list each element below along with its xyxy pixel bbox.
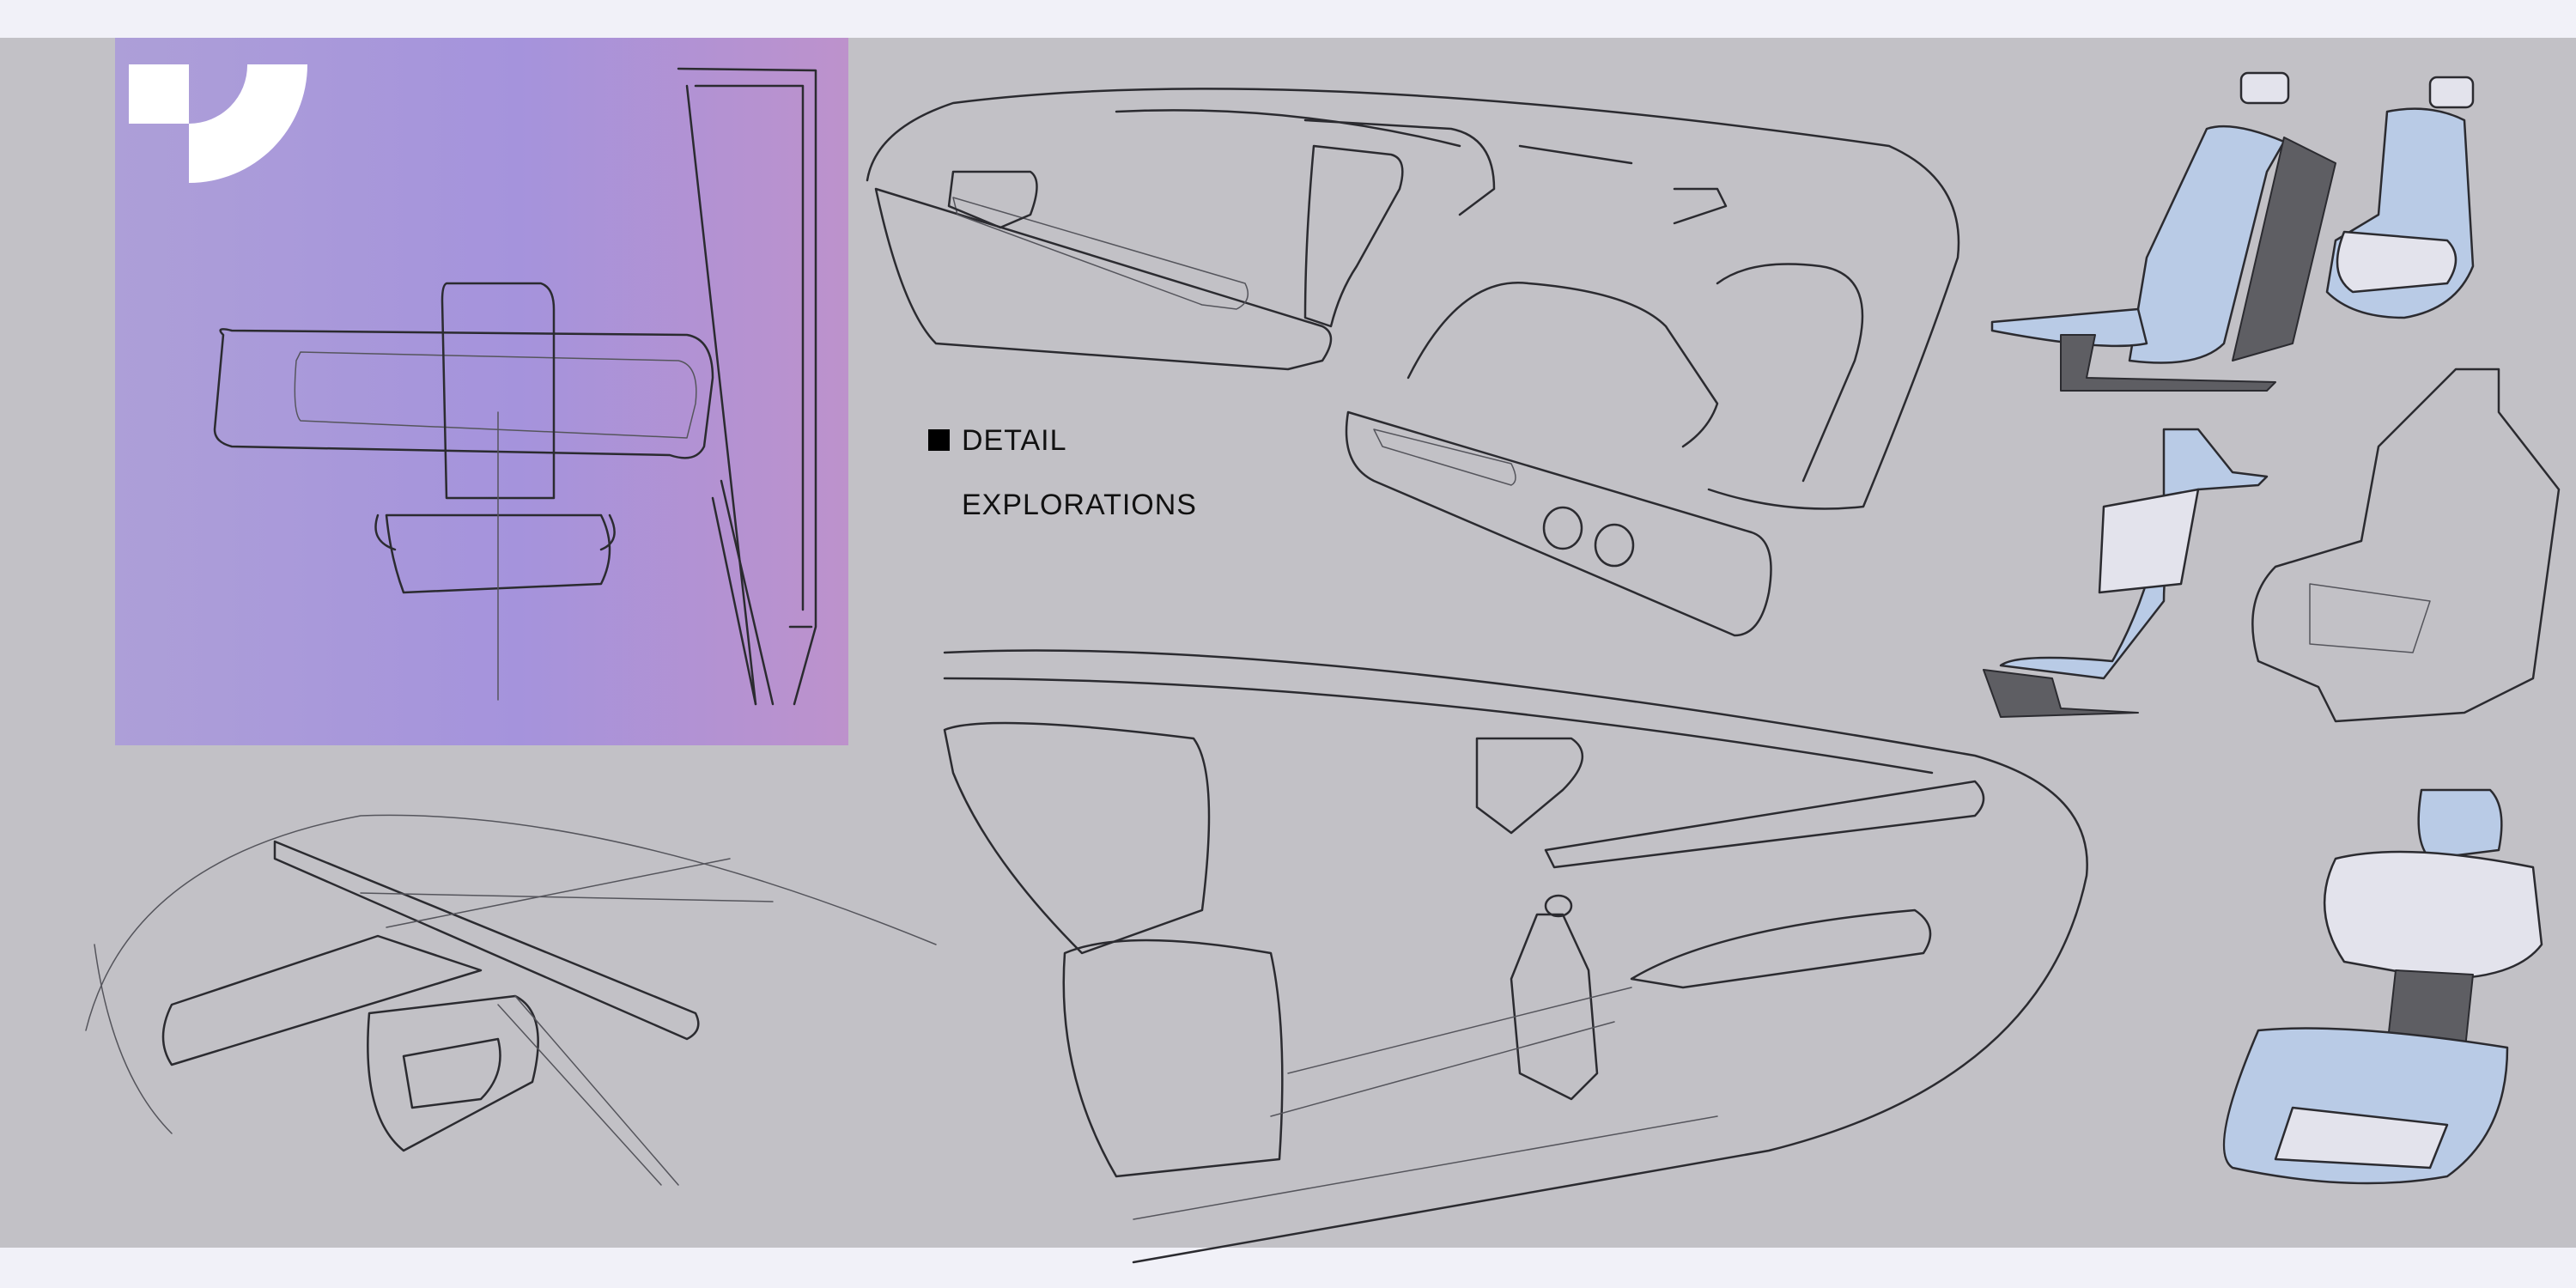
seat-concepts bbox=[1983, 71, 2561, 1185]
dashboard-top-sketch bbox=[866, 88, 1960, 637]
cockpit-left-sketch bbox=[85, 814, 937, 1186]
section-caption: DETAIL EXPLORATIONS bbox=[928, 424, 1197, 522]
caption-line-1: DETAIL bbox=[962, 424, 1067, 457]
square-bullet-icon bbox=[928, 429, 950, 451]
steering-yoke-sketch bbox=[213, 67, 817, 706]
cockpit-center-sketch bbox=[943, 649, 2088, 1264]
caption-line-2: EXPLORATIONS bbox=[962, 489, 1197, 521]
brand-logo-icon bbox=[129, 64, 307, 183]
